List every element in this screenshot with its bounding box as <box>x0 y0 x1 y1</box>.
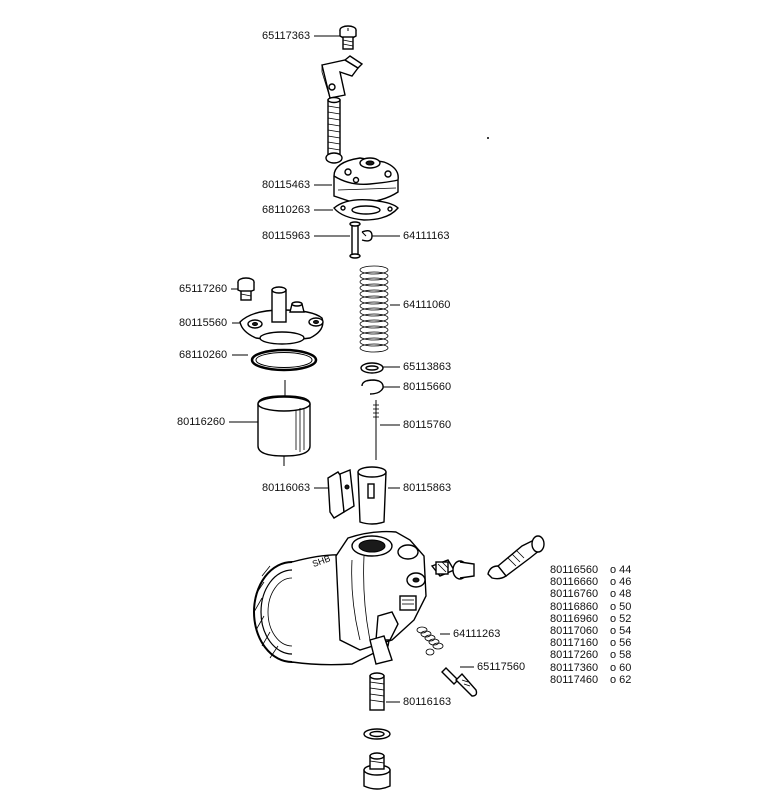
label-80115560: 80115560 <box>179 317 228 329</box>
jet-holder-80116163 <box>369 672 385 711</box>
label-64111163: 64111163 <box>403 230 450 242</box>
jet-size: o 62 <box>610 673 632 686</box>
circlip-80115660 <box>361 379 384 395</box>
label-80115863: 80115863 <box>403 482 452 494</box>
label-64111060: 64111060 <box>403 299 451 311</box>
jet-code: 80116960 <box>550 612 599 625</box>
jet-table-row: 80117060 o 54 <box>550 625 631 637</box>
jet-size: o 52 <box>610 612 632 625</box>
jet-table-row: 80117160 o 56 <box>550 637 631 649</box>
label-65113863: 65113863 <box>403 361 452 373</box>
label-65117260: 65117260 <box>179 283 228 295</box>
needle-80115760 <box>373 400 379 460</box>
jet-size: o 44 <box>610 564 632 576</box>
jet-table-row: 80117260 o 58 <box>550 649 631 661</box>
needle-holder-80115963 <box>349 221 361 259</box>
jet-size: o 60 <box>610 661 632 674</box>
jet-code: 80116660 <box>550 576 599 589</box>
carburetor-body: SHB <box>253 530 427 666</box>
jet-table-row: 80116960 o 52 <box>550 613 631 625</box>
float-cover-80115560 <box>239 286 324 345</box>
jet-table-row: 80116660 o 46 <box>550 576 631 588</box>
jet-size: o 58 <box>610 649 632 662</box>
jet-size: o 48 <box>610 588 632 601</box>
label-80115463: 80115463 <box>262 179 311 191</box>
screw-65117560 <box>441 667 478 697</box>
guide-80116063 <box>327 469 355 519</box>
jet-size: o 46 <box>610 576 632 589</box>
jet-code: 80116860 <box>550 600 599 613</box>
slide-80115863 <box>357 466 387 525</box>
jet-code: 80117260 <box>550 649 599 662</box>
jet-code: 80116560 <box>550 564 599 576</box>
label-80115963: 80115963 <box>262 230 311 242</box>
drain-plug <box>363 752 391 790</box>
air-screw <box>430 559 475 580</box>
main-jet <box>487 535 545 580</box>
washer-bottom <box>363 728 391 740</box>
clip-64111163 <box>361 229 373 242</box>
label-80116260: 80116260 <box>177 416 226 428</box>
jet-code: 80117060 <box>550 625 599 638</box>
jet-code: 80117460 <box>550 673 599 686</box>
stray-mark <box>487 137 489 139</box>
label-80115660: 80115660 <box>403 381 452 393</box>
adjuster-rod <box>325 96 343 164</box>
jet-size: o 56 <box>610 637 632 650</box>
spring-64111060 <box>359 265 389 353</box>
label-68110263: 68110263 <box>262 204 311 216</box>
label-64111263: 64111263 <box>453 628 501 640</box>
jet-table-row: 80116560 o 44 <box>550 564 631 576</box>
jet-code: 80117360 <box>550 661 599 674</box>
label-80115760: 80115760 <box>403 419 452 431</box>
screw-65117260 <box>237 277 255 301</box>
jet-code: 80116760 <box>550 588 599 601</box>
jet-table-row: 80116760 o 48 <box>550 588 631 600</box>
jet-size: o 50 <box>610 600 632 613</box>
jet-table-row: 80116860 o 50 <box>550 601 631 613</box>
spring-64111263 <box>416 626 444 656</box>
cable-bracket <box>321 55 364 99</box>
jet-code: 80117160 <box>550 637 599 650</box>
label-80116063: 80116063 <box>262 482 311 494</box>
screw-65117363 <box>339 25 357 50</box>
label-65117560: 65117560 <box>477 661 526 673</box>
jet-table-row: 80117360 o 60 <box>550 662 631 674</box>
washer-65113863 <box>360 362 384 374</box>
label-80116163: 80116163 <box>403 696 452 708</box>
cap-80115463 <box>333 157 399 203</box>
jet-size: o 54 <box>610 625 632 638</box>
oring-68110260 <box>250 348 318 372</box>
float-80116260 <box>257 380 311 466</box>
label-65117363: 65117363 <box>262 30 311 42</box>
gasket-68110263 <box>333 198 399 221</box>
jet-table-row: 80117460 o 62 <box>550 674 631 686</box>
label-68110260: 68110260 <box>179 349 228 361</box>
